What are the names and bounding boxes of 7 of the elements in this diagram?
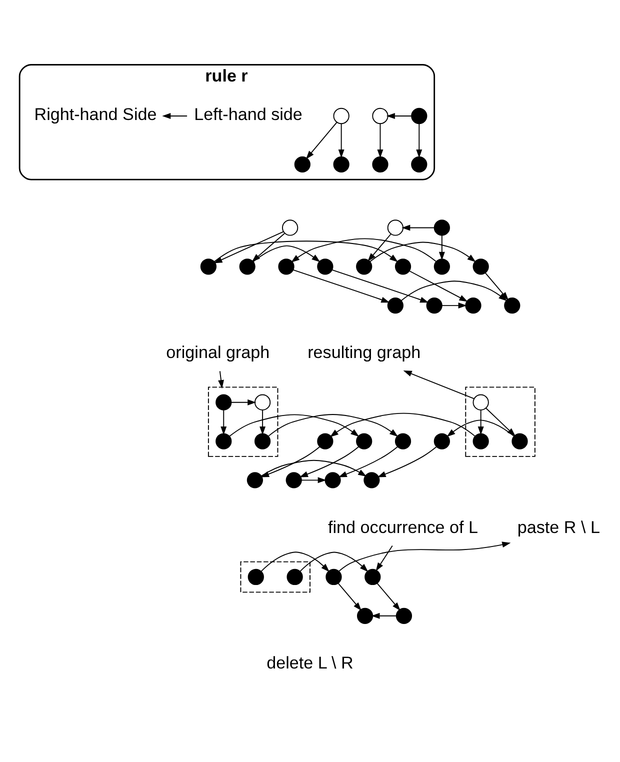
node-text: Right-hand Side bbox=[34, 105, 157, 124]
node-text: paste R \ L bbox=[517, 518, 600, 537]
node-text: Left-hand side bbox=[194, 105, 302, 124]
node-text: original graph bbox=[166, 343, 270, 362]
node-text: delete L \ R bbox=[266, 653, 354, 672]
node-text: find occurrence of L bbox=[328, 518, 478, 537]
node-text: resulting graph bbox=[308, 343, 421, 362]
